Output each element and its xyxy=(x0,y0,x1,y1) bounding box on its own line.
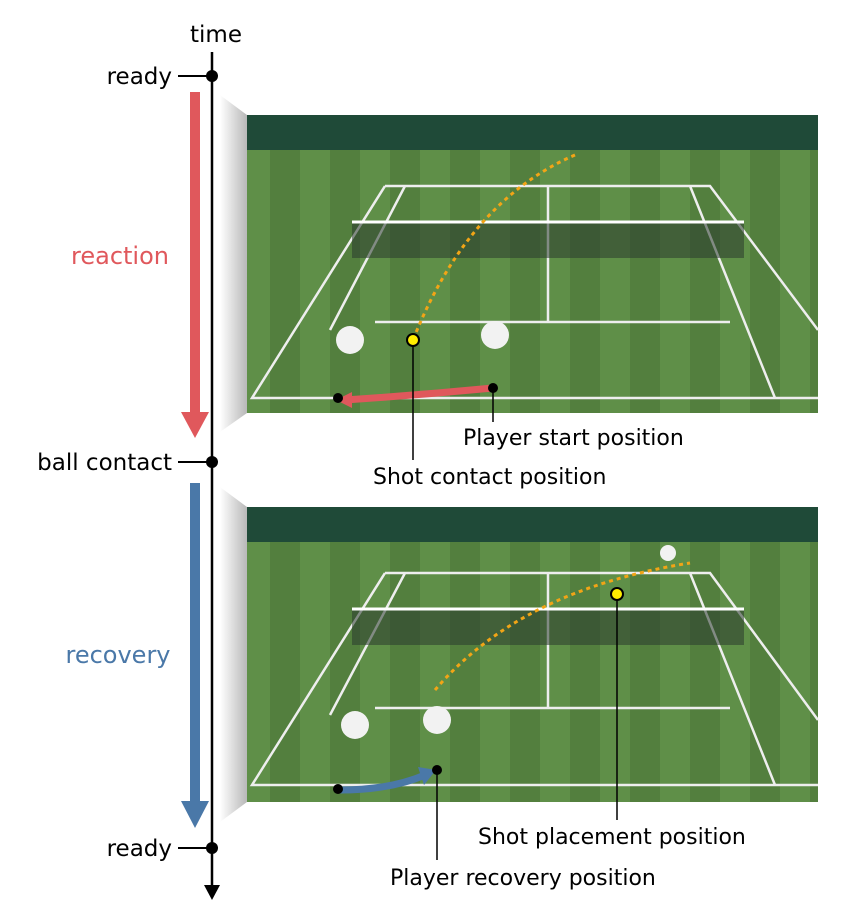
panel-shadow xyxy=(220,95,247,432)
panel-shadow xyxy=(220,487,247,822)
recovery-movement-arrow xyxy=(339,771,427,794)
svg-text:ready: ready xyxy=(107,836,172,862)
ball-trajectory xyxy=(413,153,576,336)
event-ready-end: ready xyxy=(107,836,218,862)
shot-placement-ball-marker xyxy=(610,587,624,601)
shot-contact-ball-marker xyxy=(406,333,420,347)
reaction-movement-arrow xyxy=(344,384,494,404)
reaction-phase-arrow xyxy=(181,92,209,438)
reaction-label: reaction xyxy=(71,242,169,270)
tennis-frame-contact xyxy=(247,115,819,413)
time-axis-arrowhead xyxy=(204,885,220,900)
recovery-label: recovery xyxy=(65,641,170,669)
svg-text:ready: ready xyxy=(107,64,172,90)
event-ready-start: ready xyxy=(107,64,218,90)
contact-player-marker xyxy=(333,784,343,794)
time-axis-label: time xyxy=(190,22,242,48)
recovery-phase-arrow xyxy=(181,483,209,828)
shot-placement-position-label: Shot placement position xyxy=(478,825,746,850)
shot-contact-position-label: Shot contact position xyxy=(373,465,606,490)
event-ball-contact: ball contact xyxy=(37,450,218,476)
player-start-position-label: Player start position xyxy=(463,426,684,451)
svg-text:ball contact: ball contact xyxy=(37,450,172,476)
contact-player-marker xyxy=(333,393,343,403)
player-recovery-position-label: Player recovery position xyxy=(390,866,656,891)
ball-trajectory xyxy=(433,561,691,691)
tennis-frame-recovery xyxy=(247,507,820,802)
